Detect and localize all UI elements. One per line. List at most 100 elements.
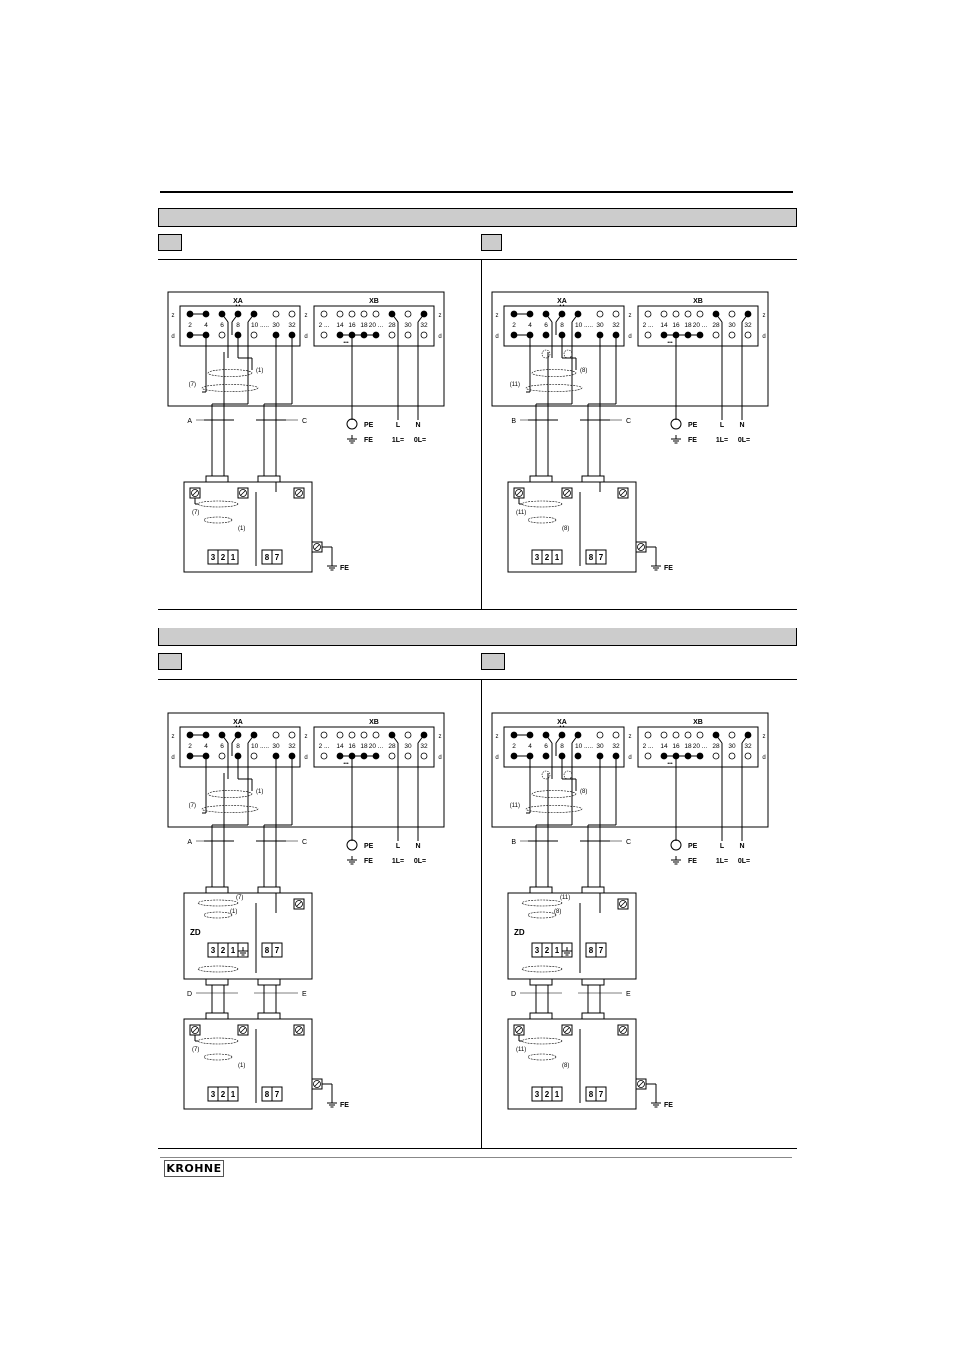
svg-text:18: 18	[360, 743, 368, 750]
screw-terminal-icon	[561, 1024, 573, 1036]
svg-text:4: 4	[204, 322, 208, 329]
svg-text:16: 16	[672, 743, 680, 750]
svg-text:N: N	[415, 422, 420, 429]
svg-text:N: N	[739, 422, 744, 429]
screw-terminal-icon	[189, 487, 201, 499]
svg-text:FE: FE	[364, 858, 373, 865]
svg-text:20 ...: 20 ...	[693, 322, 708, 329]
svg-text:10 .....: 10 .....	[251, 322, 269, 329]
svg-text:A: A	[187, 839, 192, 846]
svg-text:(7): (7)	[192, 1047, 199, 1053]
ground-icon	[562, 947, 572, 956]
svg-text:XB: XB	[693, 719, 703, 726]
svg-text:14: 14	[336, 743, 344, 750]
svg-text:(1): (1)	[256, 368, 263, 374]
screw-terminal-icon	[635, 1078, 647, 1090]
svg-text:(11): (11)	[516, 1047, 526, 1053]
svg-text:B: B	[511, 839, 516, 846]
svg-text:XA: XA	[233, 298, 243, 305]
svg-text:(11): (11)	[560, 895, 570, 901]
ground-icon	[238, 947, 248, 956]
svg-text:(8): (8)	[580, 789, 587, 795]
svg-text:d: d	[438, 755, 441, 761]
svg-text:C: C	[626, 418, 631, 425]
svg-text:1L=: 1L=	[392, 858, 404, 865]
section-tag-2a	[158, 653, 182, 670]
svg-text:6: 6	[220, 322, 224, 329]
svg-text:FE: FE	[664, 565, 673, 572]
svg-text:A: A	[187, 418, 192, 425]
svg-text:d: d	[171, 755, 174, 761]
svg-text:7: 7	[599, 1090, 604, 1099]
svg-text:7: 7	[275, 1090, 280, 1099]
svg-text:8: 8	[265, 946, 270, 955]
svg-text:2 ...: 2 ...	[319, 322, 330, 329]
svg-text:8: 8	[236, 322, 240, 329]
svg-text:z: z	[629, 734, 632, 740]
svg-text:1: 1	[555, 553, 560, 562]
svg-text:3: 3	[211, 553, 216, 562]
svg-text:8: 8	[560, 322, 564, 329]
svg-text:32: 32	[744, 743, 752, 750]
svg-text:PE: PE	[364, 422, 374, 429]
svg-text:4: 4	[528, 322, 532, 329]
svg-text:3: 3	[211, 946, 216, 955]
svg-text:d: d	[762, 334, 765, 340]
svg-text:1: 1	[555, 1090, 560, 1099]
svg-text:20 ...: 20 ...	[693, 743, 708, 750]
svg-text:(7): (7)	[189, 803, 196, 809]
svg-text:0L=: 0L=	[738, 437, 750, 444]
svg-text:L: L	[720, 843, 725, 850]
screw-terminal-icon	[513, 487, 525, 499]
svg-text:XA: XA	[557, 298, 567, 305]
screw-terminal-icon	[189, 1024, 201, 1036]
svg-text:2: 2	[221, 553, 226, 562]
svg-text:30: 30	[404, 322, 412, 329]
svg-text:FE: FE	[340, 1102, 349, 1109]
svg-text:8: 8	[589, 553, 594, 562]
svg-text:1L=: 1L=	[716, 437, 728, 444]
svg-text:8: 8	[265, 1090, 270, 1099]
ground-icon	[651, 1099, 661, 1108]
section-bar-1	[158, 208, 797, 227]
svg-text:FE: FE	[340, 565, 349, 572]
svg-text:28: 28	[388, 322, 396, 329]
screw-terminal-icon	[293, 487, 305, 499]
svg-text:2: 2	[188, 322, 192, 329]
section-tag-1a	[158, 234, 182, 251]
screw-terminal-icon	[513, 1024, 525, 1036]
svg-text:(1): (1)	[230, 909, 237, 915]
screw-terminal-icon	[293, 898, 305, 910]
svg-text:8: 8	[589, 1090, 594, 1099]
svg-text:z: z	[439, 313, 442, 319]
svg-text:d: d	[495, 334, 498, 340]
svg-text:2: 2	[545, 946, 550, 955]
svg-text:10 .....: 10 .....	[251, 743, 269, 750]
svg-text:(8): (8)	[562, 1063, 569, 1069]
svg-text:(11): (11)	[510, 382, 520, 388]
svg-text:1L=: 1L=	[392, 437, 404, 444]
ground-icon	[671, 435, 681, 444]
svg-text:z: z	[439, 734, 442, 740]
svg-text:z: z	[496, 313, 499, 319]
svg-text:3: 3	[535, 946, 540, 955]
svg-text:28: 28	[712, 322, 720, 329]
svg-text:30: 30	[272, 322, 280, 329]
footer-rule	[160, 1157, 792, 1158]
svg-text:XB: XB	[369, 298, 379, 305]
svg-text:(11): (11)	[516, 510, 526, 516]
svg-text:7: 7	[275, 553, 280, 562]
svg-text:•••: •••	[343, 761, 349, 767]
svg-text:d: d	[495, 755, 498, 761]
svg-text:32: 32	[612, 322, 620, 329]
svg-text:XB: XB	[693, 298, 703, 305]
ground-icon	[671, 856, 681, 865]
svg-text:z: z	[629, 313, 632, 319]
svg-text:(7): (7)	[192, 510, 199, 516]
screw-terminal-icon	[311, 1078, 323, 1090]
svg-text:B: B	[511, 418, 516, 425]
svg-text:2 ...: 2 ...	[319, 743, 330, 750]
svg-text:28: 28	[712, 743, 720, 750]
